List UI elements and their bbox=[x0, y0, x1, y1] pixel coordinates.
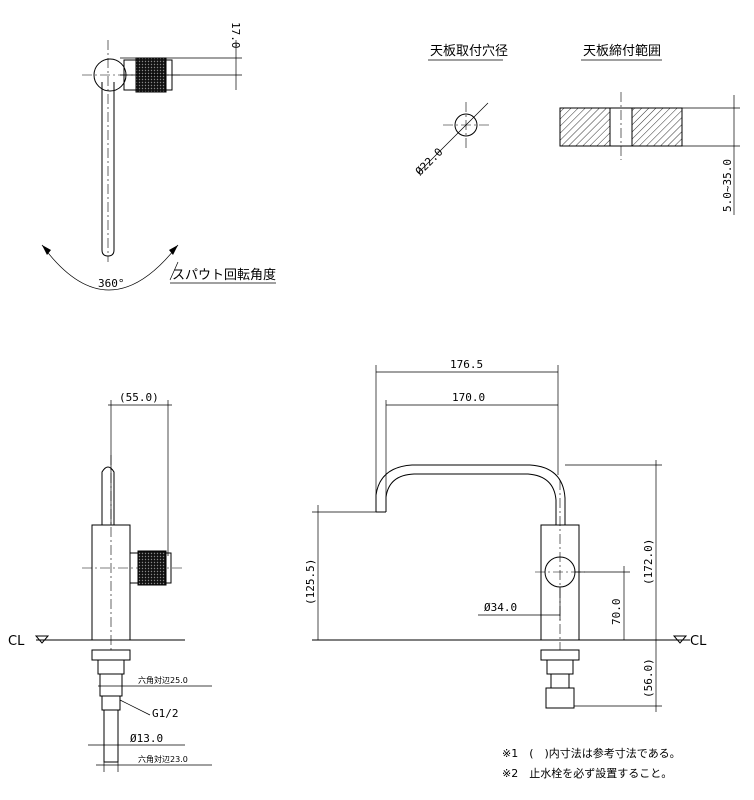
dim-172: (172.0) bbox=[642, 539, 655, 585]
counter-dim: 5.0~35.0 bbox=[721, 159, 734, 212]
hex-23-label: 六角対辺23.0 bbox=[138, 754, 188, 764]
dim-17: 17.0 bbox=[229, 22, 242, 49]
dia-13-label: Ø13.0 bbox=[130, 732, 163, 745]
dim-56: (56.0) bbox=[642, 658, 655, 698]
top-view: 17.0 360° スパウト回転角度 bbox=[41, 22, 276, 291]
dim-70: 70.0 bbox=[610, 599, 623, 626]
hole-dim: Ø22.0 bbox=[413, 146, 446, 179]
dim-55: (55.0) bbox=[119, 391, 159, 404]
hole-title: 天板取付穴径 bbox=[430, 44, 508, 59]
dim-34: Ø34.0 bbox=[484, 601, 517, 614]
hole-diagram: 天板取付穴径 Ø22.0 bbox=[413, 44, 508, 178]
note-2: ※2 止水栓を必ず設置すること。 bbox=[502, 766, 672, 780]
cl-label-side: CL bbox=[8, 634, 25, 649]
note-1: ※1 ( )内寸法は参考寸法である。 bbox=[502, 746, 681, 760]
thread-label: G1/2 bbox=[152, 707, 179, 720]
cl-label-front: CL bbox=[690, 634, 707, 649]
dim-176: 176.5 bbox=[450, 358, 483, 371]
rotation-angle: 360° bbox=[98, 277, 125, 290]
rotation-label: スパウト回転角度 bbox=[172, 267, 276, 283]
hex-25-label: 六角対辺25.0 bbox=[138, 675, 188, 685]
notes: ※1 ( )内寸法は参考寸法である。 ※2 止水栓を必ず設置すること。 bbox=[502, 746, 681, 780]
counter-diagram: 天板締付範囲 5.0~35.0 bbox=[559, 43, 740, 215]
front-view: 176.5 170.0 (125.5) (172.0) Ø34.0 70.0 C… bbox=[304, 358, 707, 712]
dim-125: (125.5) bbox=[304, 559, 317, 605]
counter-title: 天板締付範囲 bbox=[583, 43, 661, 59]
dim-170: 170.0 bbox=[452, 391, 485, 404]
side-view: (55.0) CL 六角対辺25.0 G1/2 Ø13.0 六角対辺23.0 bbox=[8, 391, 212, 772]
